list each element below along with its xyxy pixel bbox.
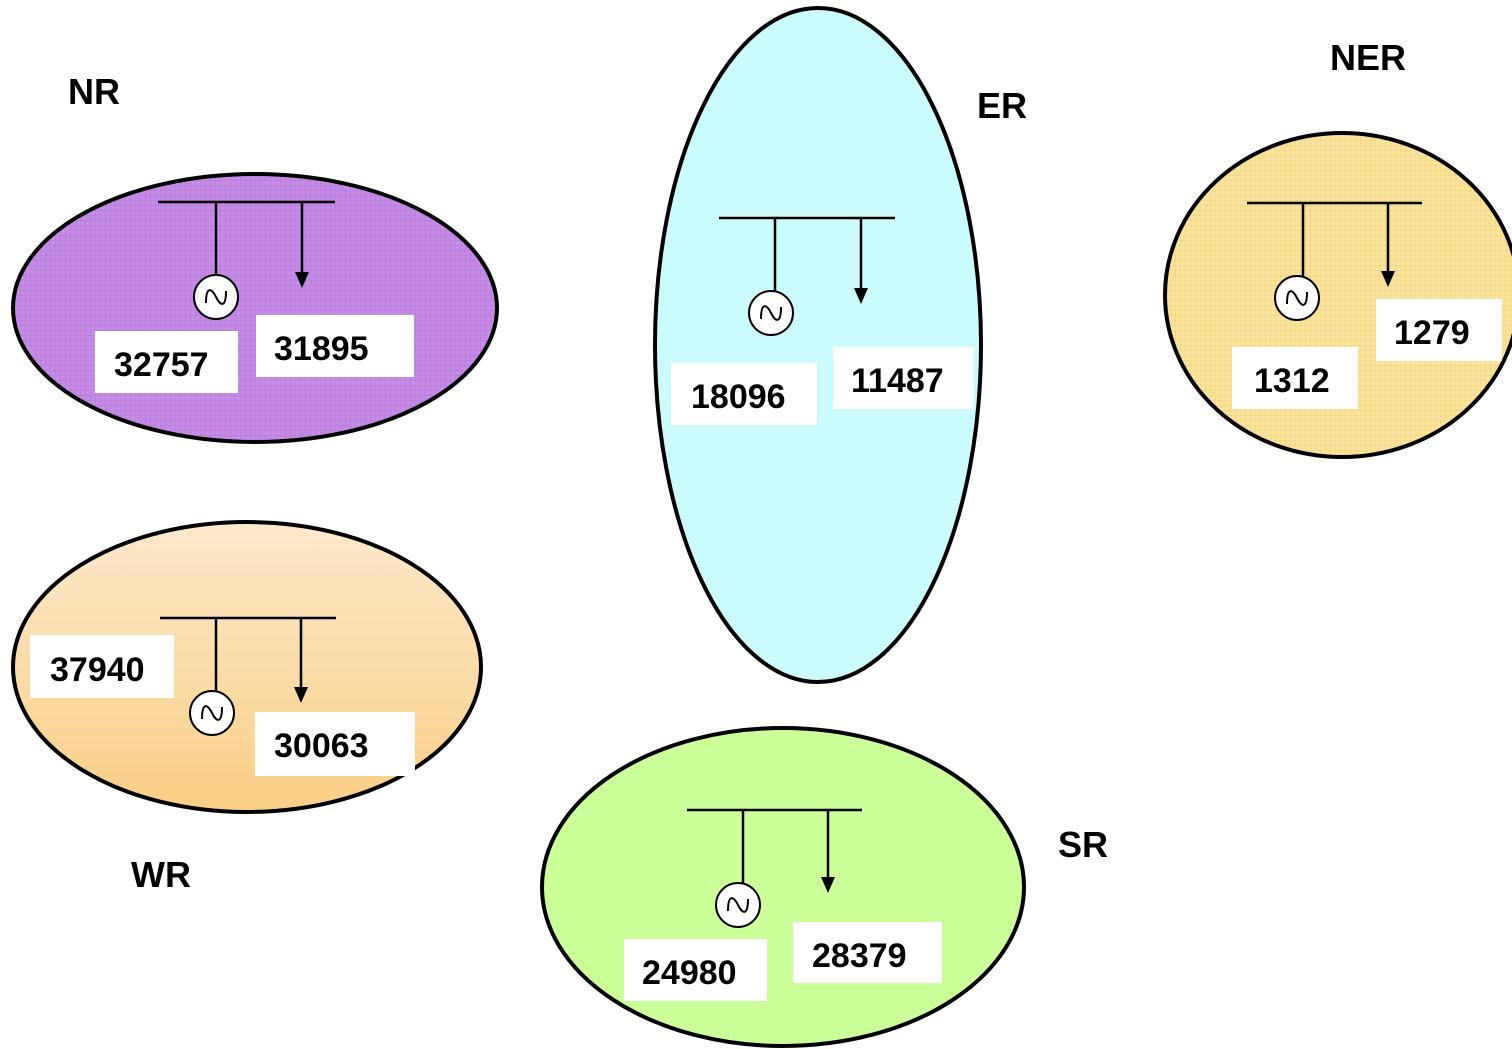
region-nr-label: NR — [68, 71, 120, 112]
ac-generator-icon — [193, 274, 239, 320]
load-value: 31895 — [274, 330, 369, 368]
load-value: 30063 — [274, 727, 369, 765]
generation-value: 18096 — [691, 378, 786, 416]
generation-box — [671, 363, 817, 425]
load-arrow-icon — [821, 877, 835, 893]
region-nr: NR 32757 31895 — [11, 71, 499, 444]
region-er: ER 18096 11487 — [653, 6, 1027, 684]
load-value: 1279 — [1394, 314, 1470, 352]
load-box — [833, 347, 974, 409]
load-box — [1376, 299, 1502, 361]
region-wr-label: WR — [131, 854, 191, 895]
ac-generator-icon — [1274, 275, 1320, 321]
load-box — [255, 712, 415, 776]
region-ner: NER 1312 1279 — [1163, 37, 1512, 459]
generation-value: 37940 — [50, 651, 145, 689]
generation-box — [30, 635, 174, 698]
region-sr-bus — [687, 808, 862, 928]
load-arrow-icon — [295, 272, 309, 288]
region-sr-label: SR — [1058, 824, 1108, 865]
region-er-label: ER — [977, 85, 1027, 126]
load-arrow-icon — [294, 687, 308, 703]
region-ner-bus — [1247, 201, 1422, 321]
load-arrow-icon — [854, 288, 868, 304]
generation-box — [624, 939, 767, 1001]
region-nr-ellipse — [11, 172, 499, 444]
region-er-ellipse — [653, 6, 983, 684]
load-arrow-icon — [1381, 271, 1395, 287]
ac-generator-icon — [715, 882, 761, 928]
generation-value: 1312 — [1254, 362, 1330, 400]
load-value: 28379 — [812, 937, 907, 975]
region-ner-label: NER — [1330, 37, 1406, 78]
load-box — [256, 315, 414, 377]
region-sr-ellipse — [540, 726, 1026, 1048]
generation-value: 32757 — [114, 346, 209, 384]
ac-generator-icon — [748, 290, 794, 336]
load-value: 11487 — [851, 362, 944, 400]
generation-box — [1232, 347, 1358, 409]
generation-box — [95, 331, 238, 393]
region-er-bus — [719, 216, 895, 336]
region-nr-bus — [158, 200, 335, 320]
load-box — [793, 922, 942, 983]
region-wr-bus — [160, 616, 336, 736]
region-sr: SR 24980 28379 — [540, 726, 1108, 1048]
ac-generator-icon — [189, 690, 235, 736]
generation-value: 24980 — [642, 954, 737, 992]
region-wr: WR 37940 30063 — [11, 520, 483, 895]
